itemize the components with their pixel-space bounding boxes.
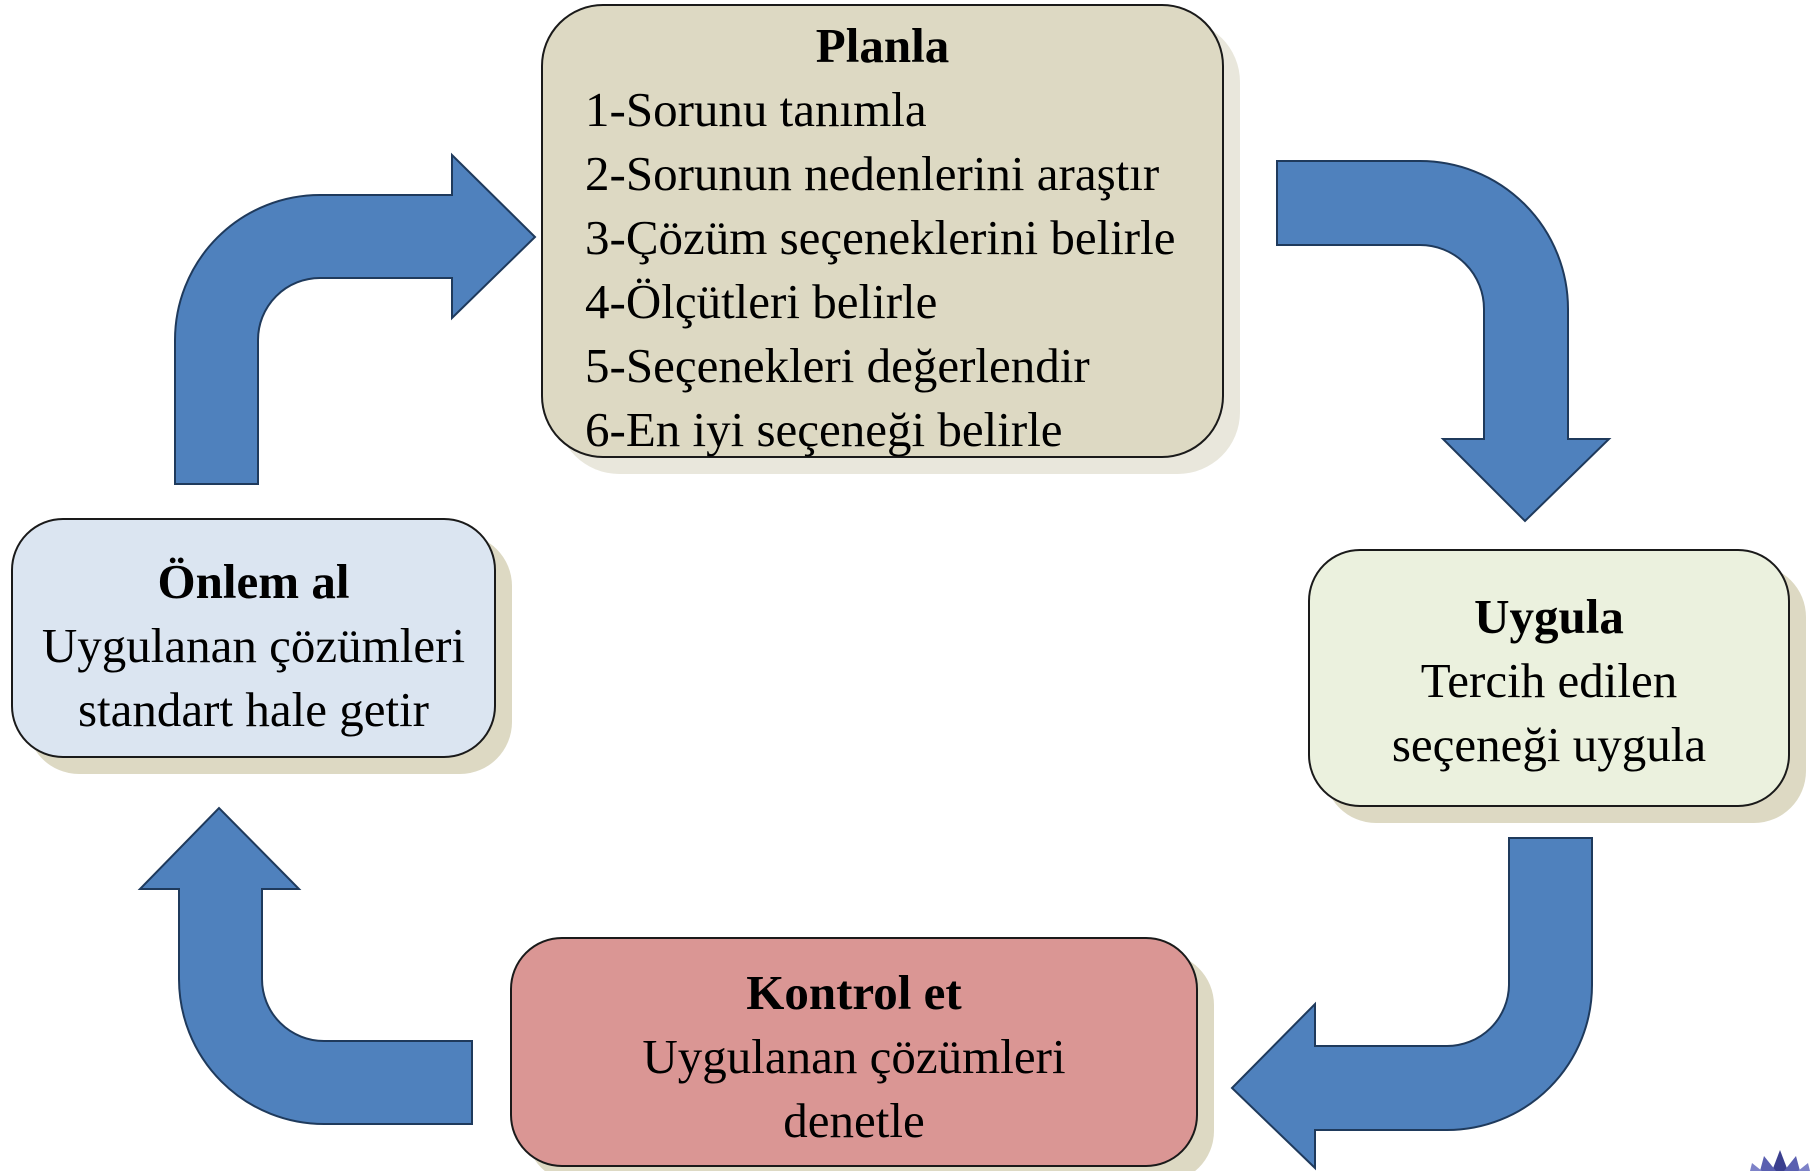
arrow-onlem-to-plan: [174, 152, 537, 485]
plan-steps: 1-Sorunu tanımla 2-Sorunun nedenlerini a…: [543, 78, 1222, 462]
plan-step: 4-Ölçütleri belirle: [585, 274, 938, 329]
uygula-line: seçeneği uygula: [1391, 717, 1707, 772]
plan-step: 2-Sorunun nedenlerini araştır: [585, 146, 1160, 201]
uygula-line: Tercih edilen: [1420, 653, 1678, 708]
plan-step: 3-Çözüm seçeneklerini belirle: [585, 210, 1176, 265]
plan-step: 6-En iyi seçeneği belirle: [585, 402, 1063, 457]
plan-title: Planla: [815, 18, 950, 73]
onlem-line: standart hale getir: [77, 682, 429, 737]
kontrol-line: denetle: [783, 1093, 925, 1148]
onlem-title: Önlem al: [157, 554, 350, 609]
onlem-line: Uygulanan çözümleri: [41, 618, 466, 673]
uygula-title: Uygula: [1474, 589, 1624, 644]
uygula-box: Uygula Tercih edilen seçeneği uygula: [1308, 549, 1790, 807]
plan-step: 1-Sorunu tanımla: [585, 82, 927, 137]
onlem-box: Önlem al Uygulanan çözümleri standart ha…: [11, 518, 496, 758]
arrow-plan-to-uygula: [1276, 160, 1612, 523]
kontrol-line: Uygulanan çözümleri: [642, 1029, 1066, 1084]
plan-step: 5-Seçenekleri değerlendir: [585, 338, 1090, 393]
kontrol-title: Kontrol et: [746, 965, 962, 1020]
arrow-uygula-to-kontrol: [1230, 837, 1593, 1171]
arrow-kontrol-to-onlem: [137, 806, 473, 1125]
kontrol-box: Kontrol et Uygulanan çözümleri denetle: [510, 937, 1198, 1167]
plan-box: Planla 1-Sorunu tanımla 2-Sorunun nedenl…: [541, 4, 1224, 458]
lotus-logo-icon: [1750, 1150, 1810, 1171]
